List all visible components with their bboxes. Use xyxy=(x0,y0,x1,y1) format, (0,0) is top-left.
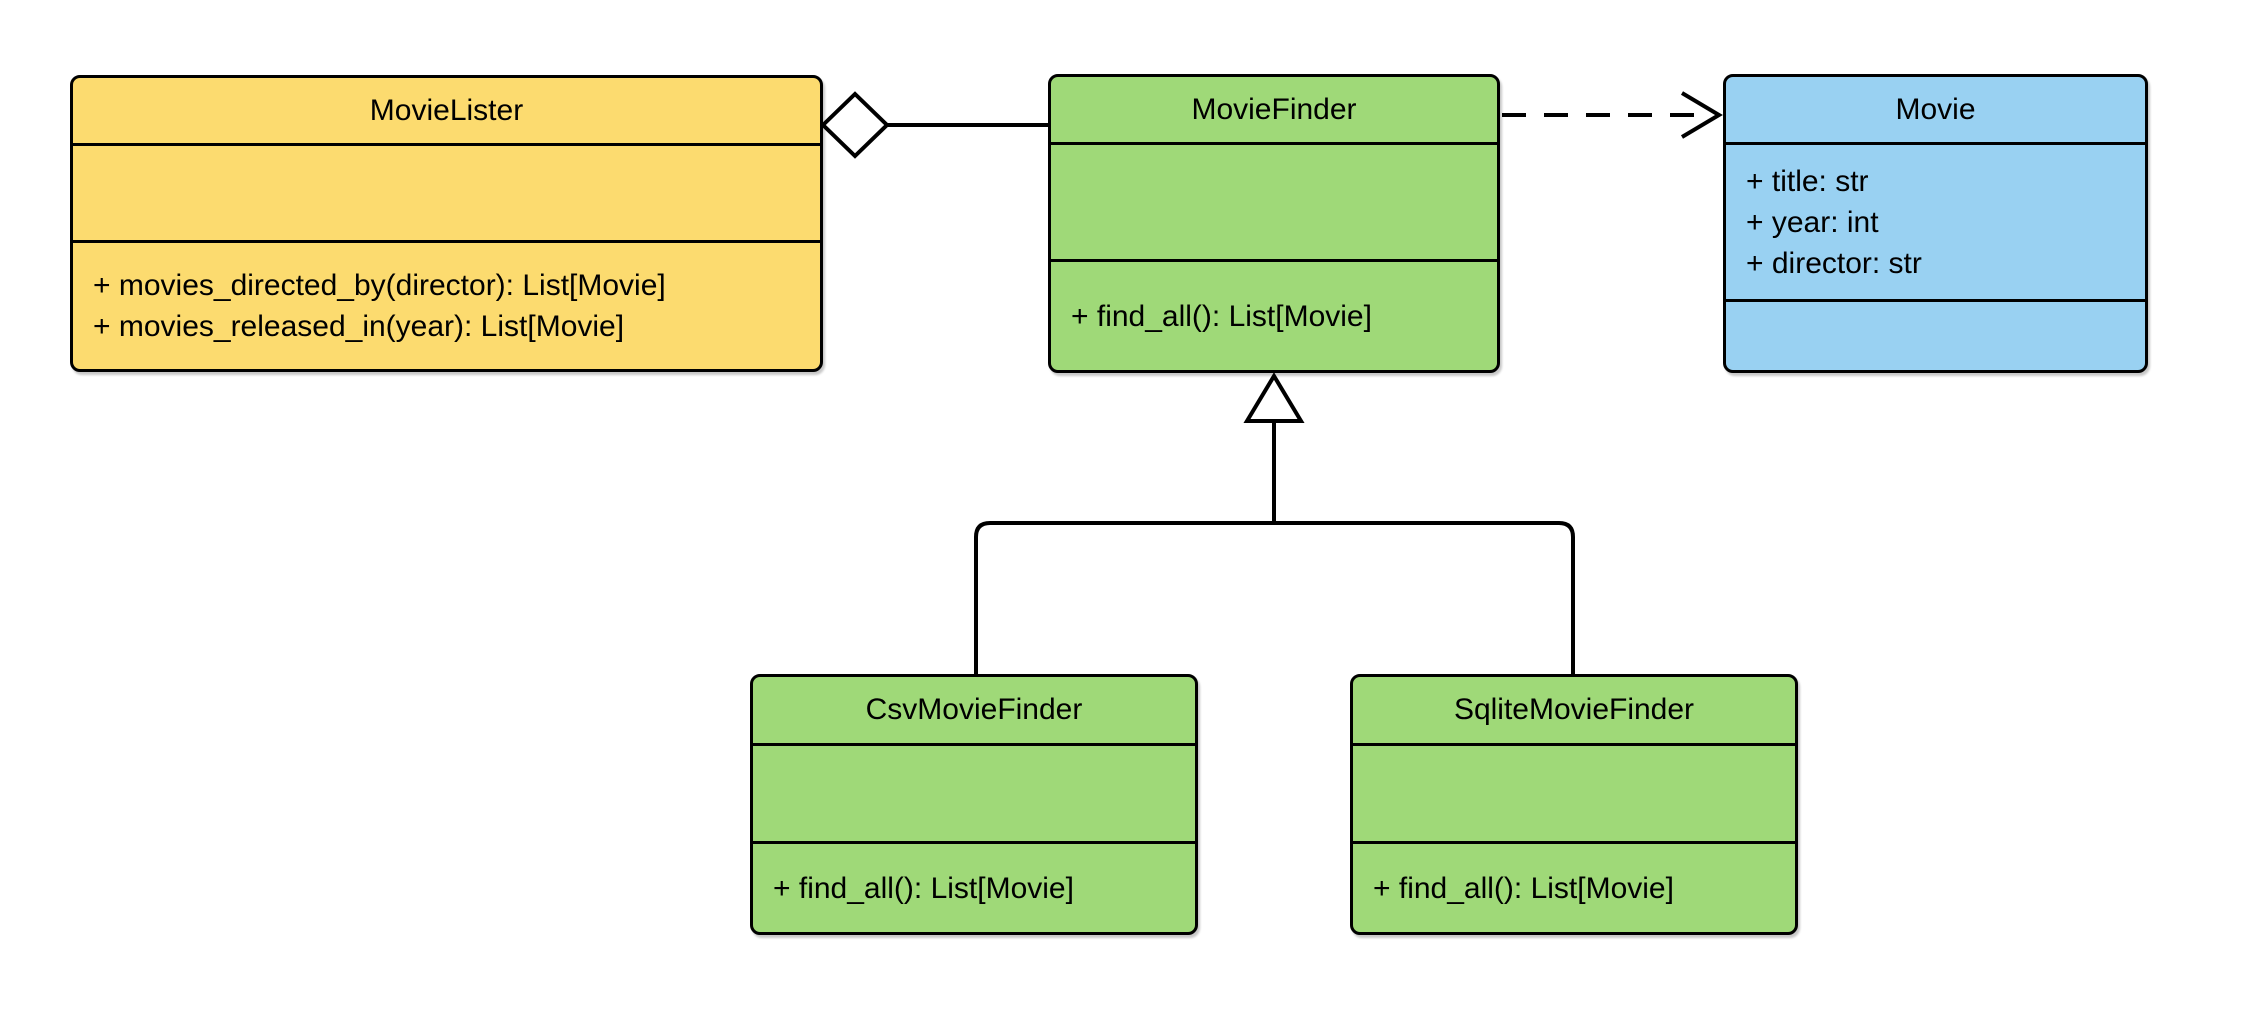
attributes-compartment xyxy=(73,143,820,240)
attributes-compartment xyxy=(1353,743,1795,841)
class-moviefinder: MovieFinder + find_all(): List[Movie] xyxy=(1048,74,1500,373)
attributes-compartment xyxy=(753,743,1195,841)
class-name-csvmoviefinder: CsvMovieFinder xyxy=(865,693,1083,726)
open-arrowhead-icon xyxy=(1680,91,1723,139)
dependency-connector xyxy=(1502,91,1723,139)
attribute-label: + director: str xyxy=(1746,246,1922,280)
methods-compartment: + find_all(): List[Movie] xyxy=(1051,259,1497,370)
class-sqlitemoviefinder: SqliteMovieFinder + find_all(): List[Mov… xyxy=(1350,674,1798,935)
class-name-movielister: MovieLister xyxy=(369,93,524,127)
class-name-sqlitemoviefinder: SqliteMovieFinder xyxy=(1453,693,1695,726)
methods-compartment: + movies_directed_by(director): List[Mov… xyxy=(73,240,820,369)
attributes-compartment: + title: str + year: int + director: str xyxy=(1726,142,2145,299)
methods-compartment xyxy=(1726,299,2145,370)
class-movie: Movie + title: str + year: int + directo… xyxy=(1723,74,2148,373)
method-label: + find_all(): List[Movie] xyxy=(773,871,1074,905)
class-csvmoviefinder: CsvMovieFinder + find_all(): List[Movie] xyxy=(750,674,1198,935)
aggregation-diamond-icon xyxy=(820,91,890,159)
attributes-compartment xyxy=(1051,142,1497,259)
class-name-movie: Movie xyxy=(1895,92,1976,126)
method-label: + find_all(): List[Movie] xyxy=(1373,871,1674,905)
method-label: + find_all(): List[Movie] xyxy=(1071,299,1372,333)
class-name-moviefinder: MovieFinder xyxy=(1191,92,1357,126)
methods-compartment: + find_all(): List[Movie] xyxy=(1353,841,1795,932)
method-label: + movies_directed_by(director): List[Mov… xyxy=(93,269,666,302)
method-label: + movies_released_in(year): List[Movie] xyxy=(93,310,625,343)
class-movielister: MovieLister + movies_directed_by(directo… xyxy=(70,75,823,372)
attribute-label: + year: int xyxy=(1746,205,1879,239)
generalization-connector xyxy=(974,372,1575,676)
generalization-triangle-icon xyxy=(1243,372,1305,423)
attribute-label: + title: str xyxy=(1746,164,1869,198)
aggregation-connector xyxy=(820,91,1050,159)
methods-compartment: + find_all(): List[Movie] xyxy=(753,841,1195,932)
